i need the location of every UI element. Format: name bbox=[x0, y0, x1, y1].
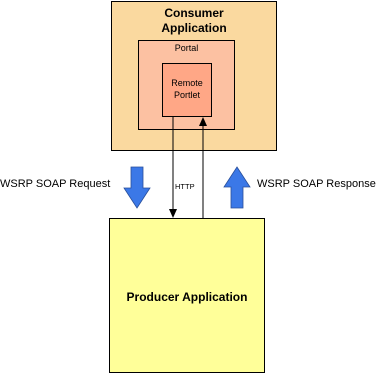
remote-portlet-label-line2: Portlet bbox=[173, 90, 200, 100]
remote-portlet-label-line1: Remote bbox=[171, 78, 203, 88]
wsrp-soap-response-label: WSRP SOAP Response bbox=[257, 178, 376, 190]
producer-application-label: Producer Application bbox=[126, 290, 248, 304]
portal-label: Portal bbox=[174, 43, 199, 53]
http-label: HTTP bbox=[175, 182, 195, 191]
consumer-title-line2: Application bbox=[161, 21, 227, 35]
remote-portlet-box bbox=[162, 63, 212, 117]
producer-application-box bbox=[109, 218, 265, 373]
http-request-arrowhead bbox=[169, 209, 177, 218]
http-response-arrowhead bbox=[199, 117, 207, 126]
consumer-application-title: Consumer Application bbox=[111, 6, 277, 36]
consumer-title-line1: Consumer bbox=[164, 6, 224, 20]
blue-up-arrow-icon bbox=[223, 166, 251, 209]
wsrp-soap-request-label: WSRP SOAP Request bbox=[0, 178, 111, 190]
blue-down-arrow-icon bbox=[123, 166, 151, 209]
remote-portlet-label: Remote Portlet bbox=[162, 77, 212, 101]
